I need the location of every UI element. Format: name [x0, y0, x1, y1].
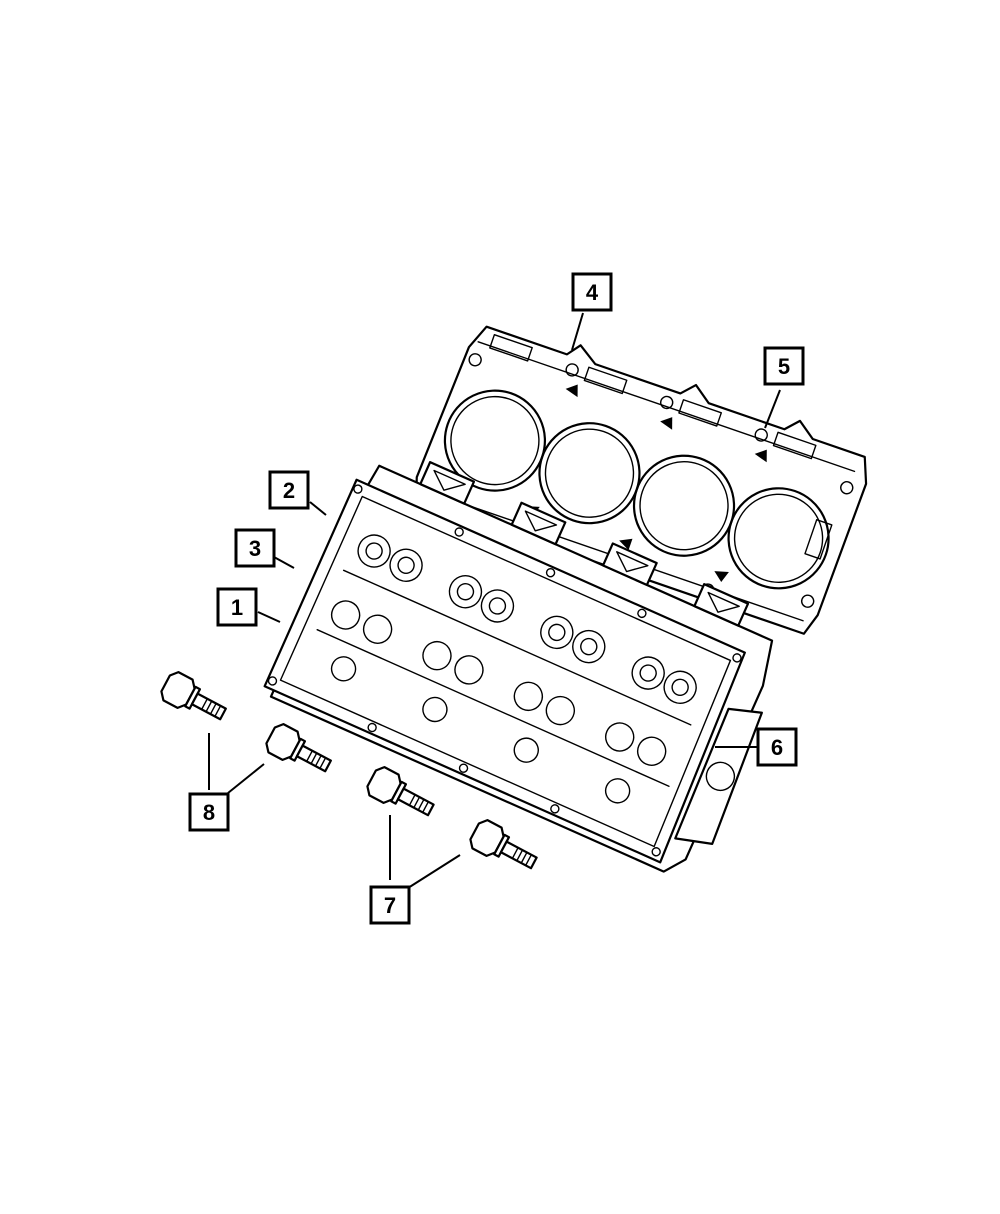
leader-4 — [571, 312, 584, 351]
callout-1-label: 1 — [231, 595, 243, 620]
callout-3-label: 3 — [249, 536, 261, 561]
callout-2-label: 2 — [283, 478, 295, 503]
leader-5 — [764, 389, 781, 429]
leader-7b — [407, 854, 461, 889]
head-bolt-short-1 — [366, 766, 435, 817]
leader-2 — [309, 501, 327, 516]
callout-4: 4 — [571, 272, 613, 312]
head-bolt-long-1 — [160, 671, 227, 721]
callout-5-label: 5 — [778, 354, 790, 379]
callout-8: 8 — [188, 792, 230, 832]
callout-5: 5 — [763, 346, 805, 386]
callout-6-label: 6 — [771, 735, 783, 760]
callout-2: 2 — [268, 470, 310, 510]
leader-3 — [273, 556, 295, 569]
head-bolt-long-2 — [265, 723, 332, 773]
head-gasket — [415, 325, 868, 635]
callout-3: 3 — [234, 528, 276, 568]
callout-7-label: 7 — [384, 893, 396, 918]
callout-1: 1 — [216, 587, 258, 627]
callout-6: 6 — [756, 727, 798, 767]
leader-lines — [208, 312, 781, 889]
leader-1 — [257, 611, 281, 623]
callout-8-label: 8 — [203, 800, 215, 825]
head-bolt-short-2 — [469, 819, 538, 870]
cylinder-head — [263, 461, 774, 873]
callout-4-label: 4 — [586, 280, 599, 305]
leader-8b — [227, 763, 265, 794]
callout-7: 7 — [369, 885, 411, 925]
